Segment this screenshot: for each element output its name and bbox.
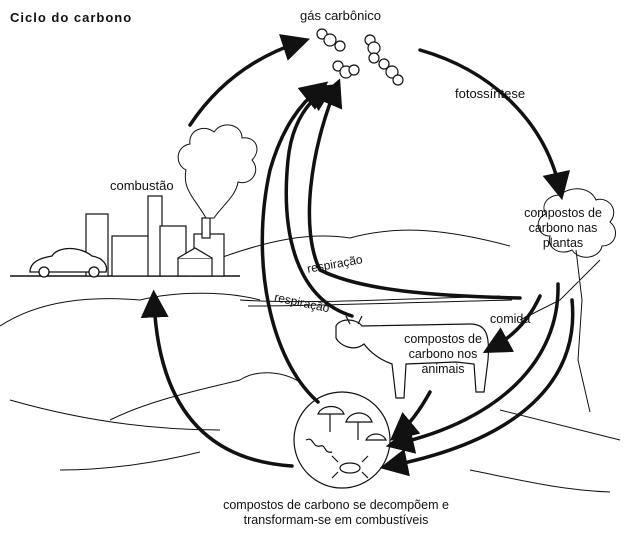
combustion-label: combustão — [110, 178, 174, 193]
arrow-respiration-animals — [284, 84, 354, 318]
plants-label: compostos de carbono nas plantas — [524, 206, 602, 250]
combustion-smoke — [177, 124, 258, 219]
photosynthesis-label: fotossíntese — [455, 86, 526, 101]
arrow-plant-to-decomposer — [385, 282, 560, 454]
arrow-decomposer-respiration — [260, 81, 329, 404]
landscape-background — [0, 229, 621, 493]
food-label: comida — [490, 312, 531, 326]
arrow-photosynthesis — [418, 48, 571, 201]
decomposer-circle — [293, 391, 391, 489]
arrow-combustion — [188, 34, 310, 127]
co2-molecules — [316, 28, 404, 86]
arrow-fuel-to-combustion — [140, 289, 294, 468]
tree — [537, 188, 617, 413]
arrow-food — [482, 294, 542, 354]
decomposition-label: compostos de carbono se decompõem e tran… — [223, 498, 449, 527]
arrow-respiration-plants — [307, 78, 522, 300]
arrow-plant-to-decomposer-2 — [379, 298, 575, 477]
diagram-title: Ciclo do carbono — [10, 10, 133, 25]
animals-label: compostos de carbono nos animais — [404, 332, 482, 376]
cow — [335, 315, 490, 399]
car — [29, 247, 108, 278]
gas-label: gás carbônico — [300, 8, 381, 23]
